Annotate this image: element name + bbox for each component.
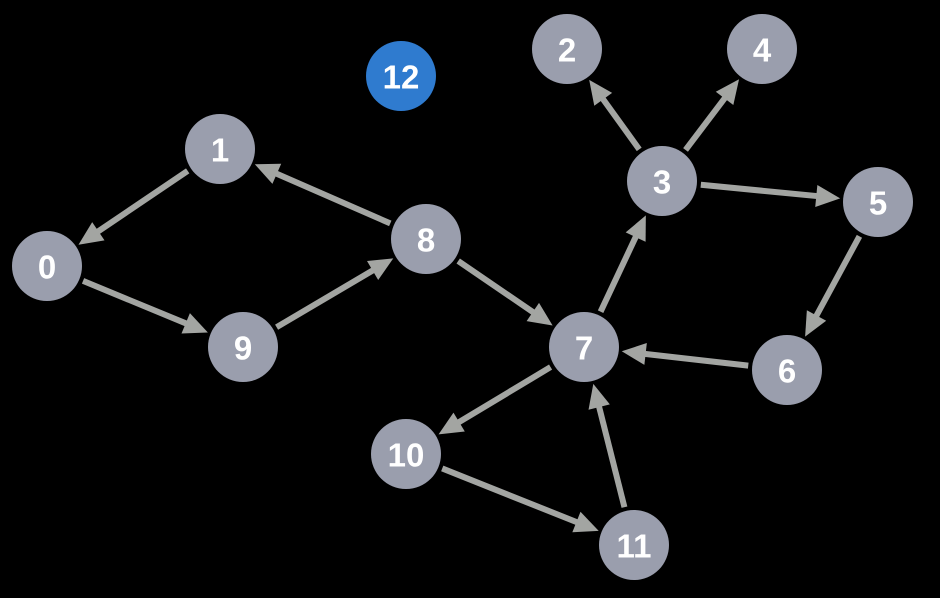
node-circle xyxy=(208,312,278,382)
node-label: 8 xyxy=(417,222,435,259)
edge-11-to-7 xyxy=(588,383,628,508)
arrowhead xyxy=(589,79,613,106)
edge-0-to-9 xyxy=(81,278,208,334)
edge-line xyxy=(81,278,189,327)
edge-line xyxy=(456,258,537,316)
arrowhead xyxy=(78,222,105,245)
edge-5-to-6 xyxy=(805,234,863,337)
edge-3-to-5 xyxy=(700,181,841,207)
edge-8-to-1 xyxy=(254,163,392,227)
node-label: 10 xyxy=(388,437,425,474)
node-12: 12 xyxy=(366,41,436,111)
arrowhead xyxy=(181,313,208,334)
edge-line xyxy=(683,95,729,152)
edges-layer xyxy=(78,79,863,533)
arrowhead xyxy=(588,383,610,410)
node-circle xyxy=(752,335,822,405)
node-circle xyxy=(627,146,697,216)
node-circle xyxy=(371,419,441,489)
node-circle xyxy=(549,312,619,382)
node-label: 9 xyxy=(234,330,252,367)
edge-line xyxy=(595,404,628,508)
arrowhead xyxy=(715,79,740,106)
edge-line xyxy=(599,95,642,152)
edge-line xyxy=(812,234,863,319)
edge-line xyxy=(455,364,553,426)
node-10: 10 xyxy=(371,419,441,489)
edge-7-to-3 xyxy=(597,215,646,313)
node-circle xyxy=(727,14,797,84)
edge-3-to-2 xyxy=(589,79,642,152)
node-circle xyxy=(391,204,461,274)
arrowhead xyxy=(367,258,394,280)
arrowhead xyxy=(625,215,646,242)
node-7: 7 xyxy=(549,312,619,382)
node-circle xyxy=(185,114,255,184)
edge-9-to-8 xyxy=(275,258,394,330)
node-label: 11 xyxy=(617,528,652,565)
edge-1-to-0 xyxy=(78,168,190,245)
node-circle xyxy=(12,231,82,301)
node-9: 9 xyxy=(208,312,278,382)
node-circle xyxy=(599,510,669,580)
arrowhead xyxy=(805,310,827,337)
node-label: 4 xyxy=(753,32,772,69)
node-11: 11 xyxy=(599,510,669,580)
node-label: 3 xyxy=(653,164,671,201)
arrowhead xyxy=(621,343,647,365)
arrowhead xyxy=(572,511,599,533)
node-circle xyxy=(843,167,913,237)
edge-line xyxy=(275,266,376,330)
node-5: 5 xyxy=(843,167,913,237)
node-8: 8 xyxy=(391,204,461,274)
edge-line xyxy=(95,168,190,235)
arrowhead xyxy=(438,412,465,435)
edge-6-to-7 xyxy=(621,343,749,369)
node-label: 5 xyxy=(869,185,887,222)
edge-line xyxy=(643,350,749,369)
node-label: 0 xyxy=(38,249,56,286)
edge-10-to-11 xyxy=(441,465,599,533)
node-label: 7 xyxy=(575,330,593,367)
arrowhead xyxy=(254,163,282,184)
edge-8-to-7 xyxy=(456,258,553,326)
edge-line xyxy=(597,234,640,313)
edge-line xyxy=(441,465,580,526)
node-2: 2 xyxy=(532,14,602,84)
arrowhead xyxy=(526,302,553,326)
node-label: 6 xyxy=(778,353,796,390)
node-1: 1 xyxy=(185,114,255,184)
edge-line xyxy=(273,170,392,227)
node-label: 2 xyxy=(558,32,576,69)
node-label: 1 xyxy=(211,132,229,169)
node-4: 4 xyxy=(727,14,797,84)
node-0: 0 xyxy=(12,231,82,301)
node-3: 3 xyxy=(627,146,697,216)
node-circle xyxy=(532,14,602,84)
node-6: 6 xyxy=(752,335,822,405)
node-label: 12 xyxy=(383,59,420,96)
arrowhead xyxy=(815,185,841,207)
node-circle xyxy=(366,41,436,111)
edge-3-to-4 xyxy=(683,79,740,152)
edge-line xyxy=(700,181,819,200)
edge-7-to-10 xyxy=(438,364,553,435)
